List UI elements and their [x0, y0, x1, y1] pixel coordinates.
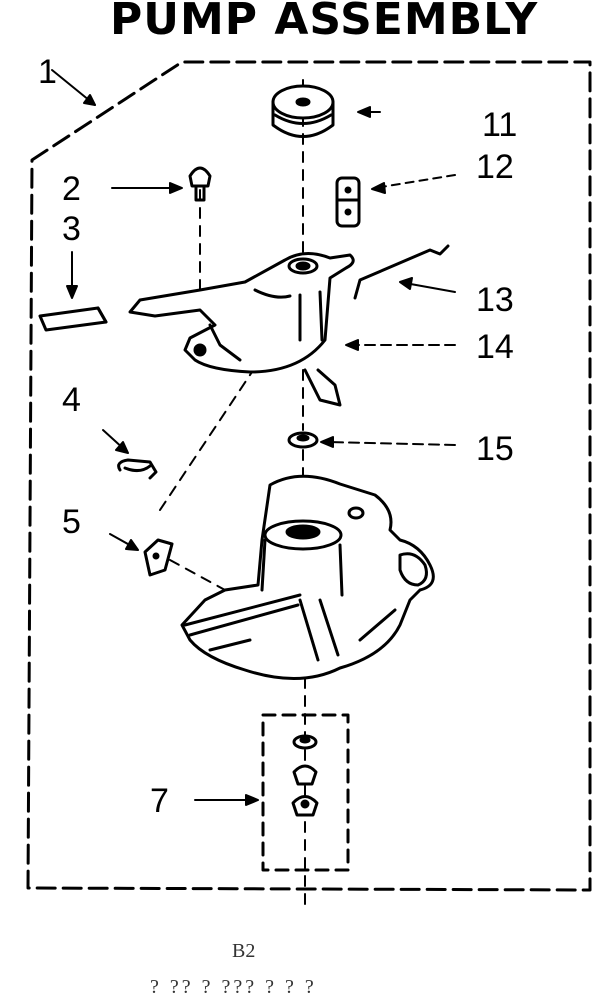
footer-code-top: B2: [232, 940, 256, 962]
callout-2: 2: [62, 170, 81, 208]
callout-11: 11: [482, 106, 518, 144]
bolt-part: [188, 166, 212, 202]
fastener-group: [261, 713, 350, 872]
callout-14: 14: [476, 328, 514, 366]
washer-part: [287, 431, 319, 449]
page-title: PUMP ASSEMBLY: [110, 0, 539, 45]
assembly-border: [26, 60, 592, 892]
callout-4: 4: [62, 381, 81, 419]
bracket-part: [143, 538, 174, 577]
pulley-part: [271, 84, 335, 138]
callout-1: 1: [38, 53, 57, 91]
callout-3: 3: [62, 210, 81, 248]
callout-15: 15: [476, 430, 514, 468]
clip-part: [335, 176, 361, 228]
lower-housing-part: [180, 474, 435, 681]
upper-housing-part: [128, 252, 355, 407]
callout-12: 12: [476, 148, 514, 186]
spring-clip-part: [117, 458, 158, 480]
callout-7: 7: [150, 782, 169, 820]
callout-13: 13: [476, 281, 514, 319]
footer-code-bottom: ? ?? ? ??? ? ? ?: [150, 976, 317, 998]
wire-spring-part: [353, 244, 450, 300]
leader-arrows: [51, 69, 456, 806]
pad-part: [38, 306, 108, 332]
callout-5: 5: [62, 503, 81, 541]
